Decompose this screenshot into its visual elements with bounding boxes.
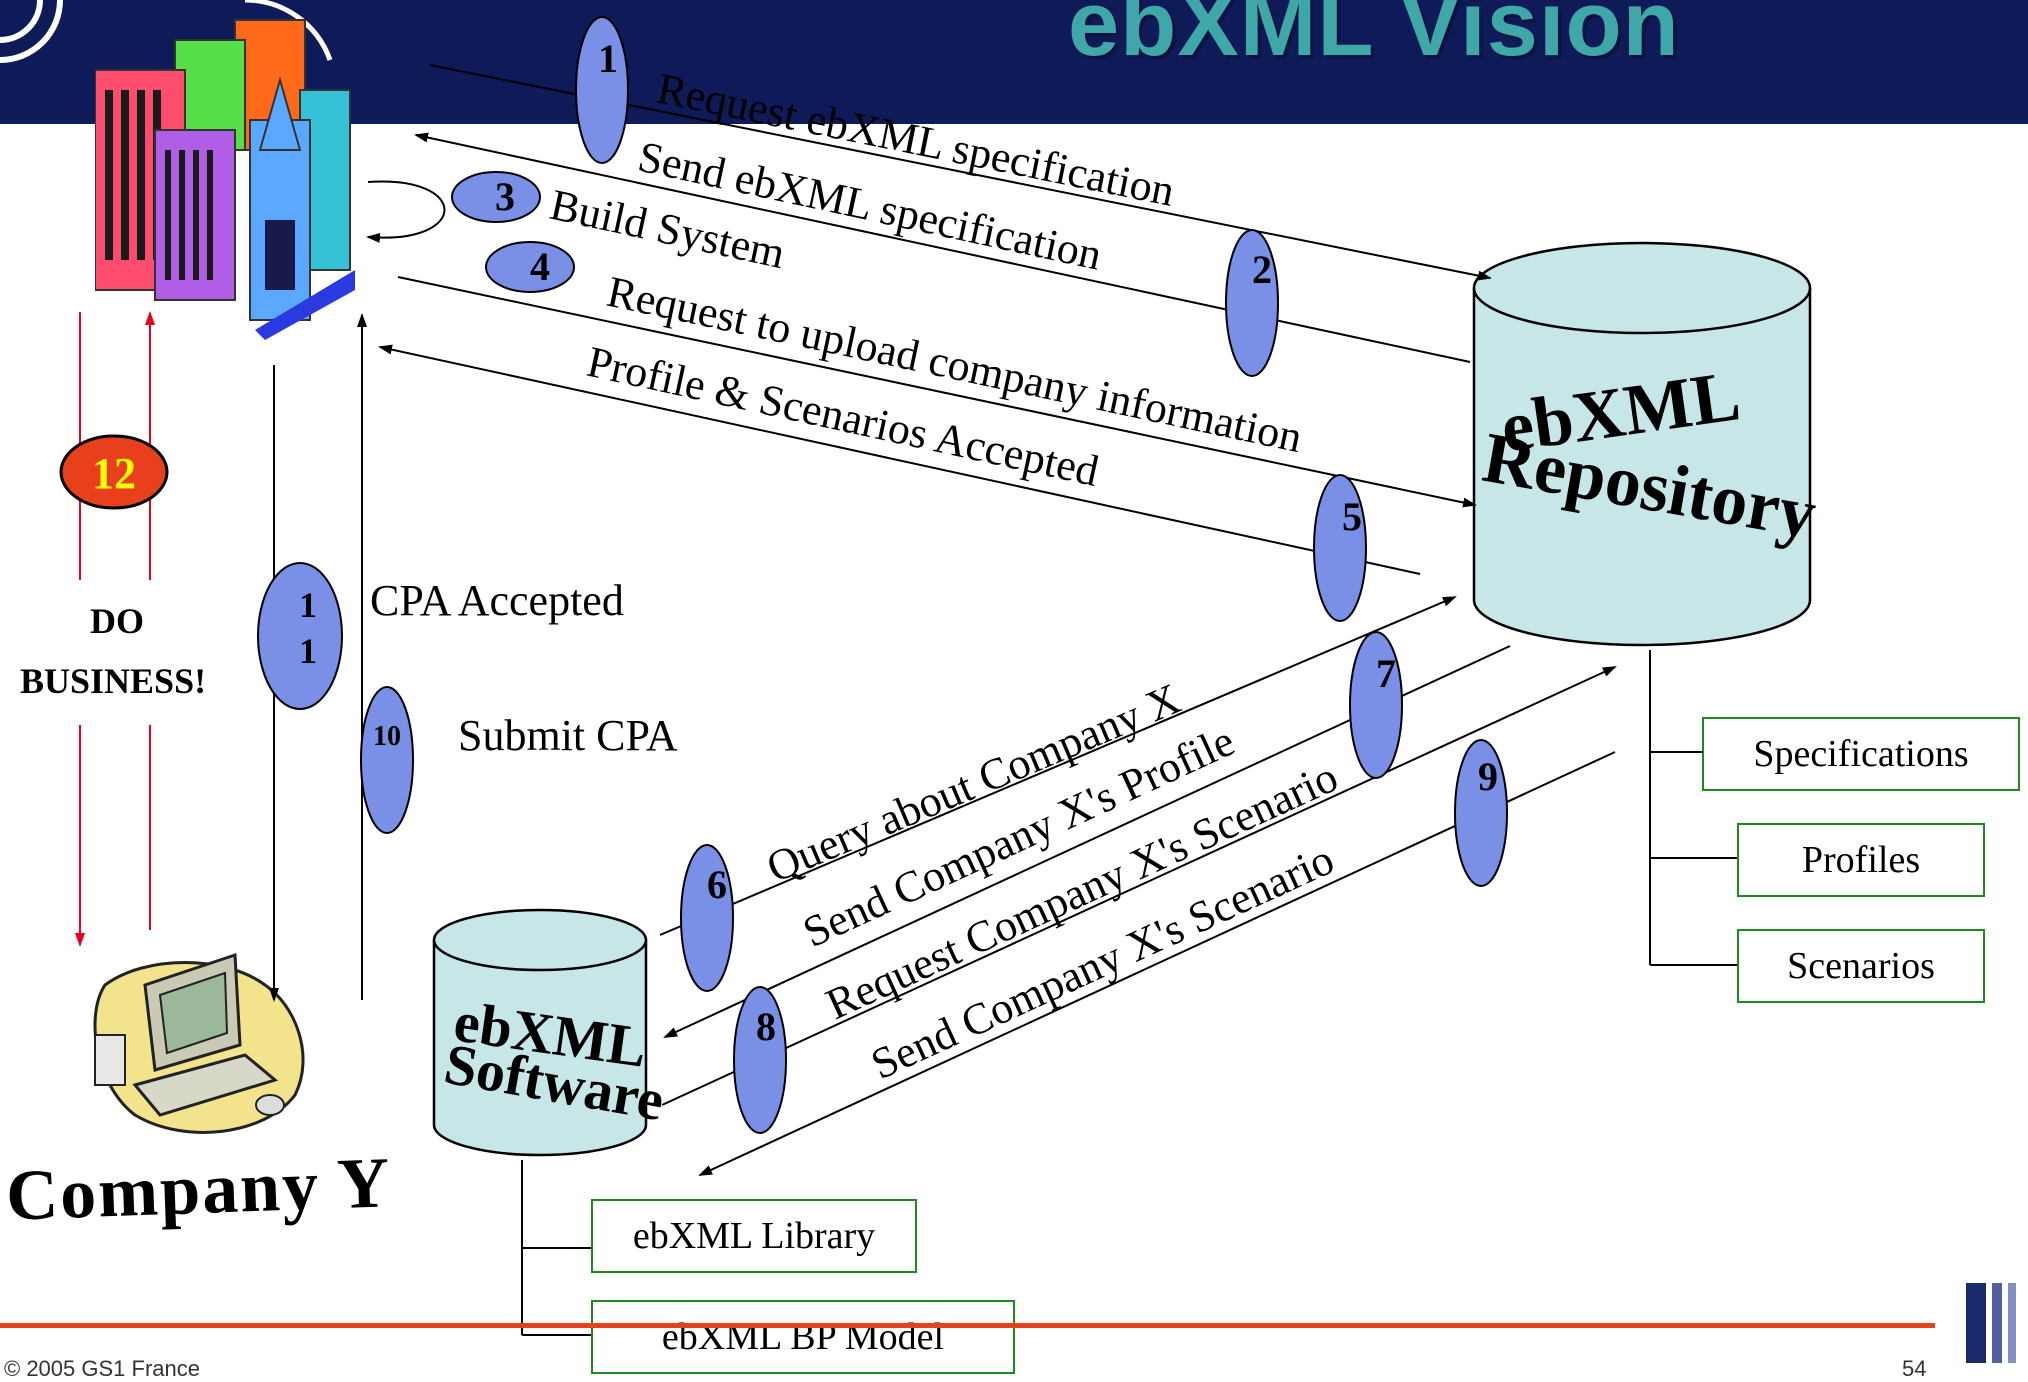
svg-text:3: 3 (495, 174, 515, 219)
svg-text:1: 1 (299, 631, 317, 671)
gs1-logo (0, 0, 333, 63)
step-3-marker: 3 (451, 171, 541, 223)
svg-text:1: 1 (598, 36, 618, 81)
step-11-marker: 1 1 (257, 562, 343, 710)
gs1-corner-logo (1966, 1283, 2016, 1363)
repository-item-scenarios: Scenarios (1737, 929, 1985, 1003)
do-business-line1: DO (90, 601, 144, 641)
svg-text:1: 1 (299, 585, 317, 625)
city-buildings-icon (95, 19, 355, 340)
svg-text:2: 2 (1252, 247, 1272, 292)
svg-text:8: 8 (756, 1004, 776, 1049)
step-5-marker: 5 (1313, 474, 1367, 622)
svg-text:6: 6 (707, 862, 727, 907)
step-12-marker: 12 (59, 434, 169, 510)
page-number: 54 (1902, 1356, 1927, 1381)
svg-text:5: 5 (1342, 494, 1362, 539)
arrow-5-accepted (378, 344, 1421, 575)
step-7-marker: 7 (1349, 631, 1403, 779)
software-tree (521, 1160, 592, 1336)
footer-line (0, 1323, 1935, 1328)
svg-text:4: 4 (530, 244, 550, 289)
svg-text:10: 10 (373, 721, 401, 752)
software-item-bp-model: ebXML BP Model (591, 1300, 1015, 1374)
slide-title: ebXML Vision (1068, 0, 1680, 75)
software-item-library: ebXML Library (591, 1199, 917, 1273)
step-4-marker: 4 (485, 241, 575, 293)
repository-tree (1649, 650, 1738, 966)
step-8-marker: 8 (733, 986, 787, 1134)
svg-text:9: 9 (1478, 754, 1498, 799)
svg-text:12: 12 (92, 449, 136, 498)
arrow-6-query (659, 596, 1457, 936)
step-10-label: Submit CPA (458, 711, 678, 760)
repository-item-profiles: Profiles (1737, 823, 1985, 897)
do-business-line2: BUSINESS! (20, 661, 207, 701)
software-cylinder (432, 908, 648, 1157)
arrow-8-request-scenario (661, 666, 1617, 1106)
svg-text:7: 7 (1376, 651, 1396, 696)
step-1-marker: 1 (575, 16, 629, 164)
company-y-label: Company Y (4, 1142, 393, 1236)
step-11-label: CPA Accepted (370, 576, 624, 625)
arrow-2-send-spec (414, 132, 1471, 363)
computer-icon (93, 952, 305, 1134)
step-9-marker: 9 (1454, 739, 1508, 887)
step-6-marker: 6 (680, 844, 734, 992)
arrow-3-build-system (366, 180, 446, 243)
step-2-marker: 2 (1225, 229, 1279, 377)
copyright: © 2005 GS1 France (4, 1356, 200, 1381)
repository-cylinder (1472, 241, 1812, 647)
repository-item-specifications: Specifications (1702, 717, 2020, 791)
step-10-marker: 10 (360, 686, 414, 834)
arrow-4-upload-info (397, 276, 1477, 508)
